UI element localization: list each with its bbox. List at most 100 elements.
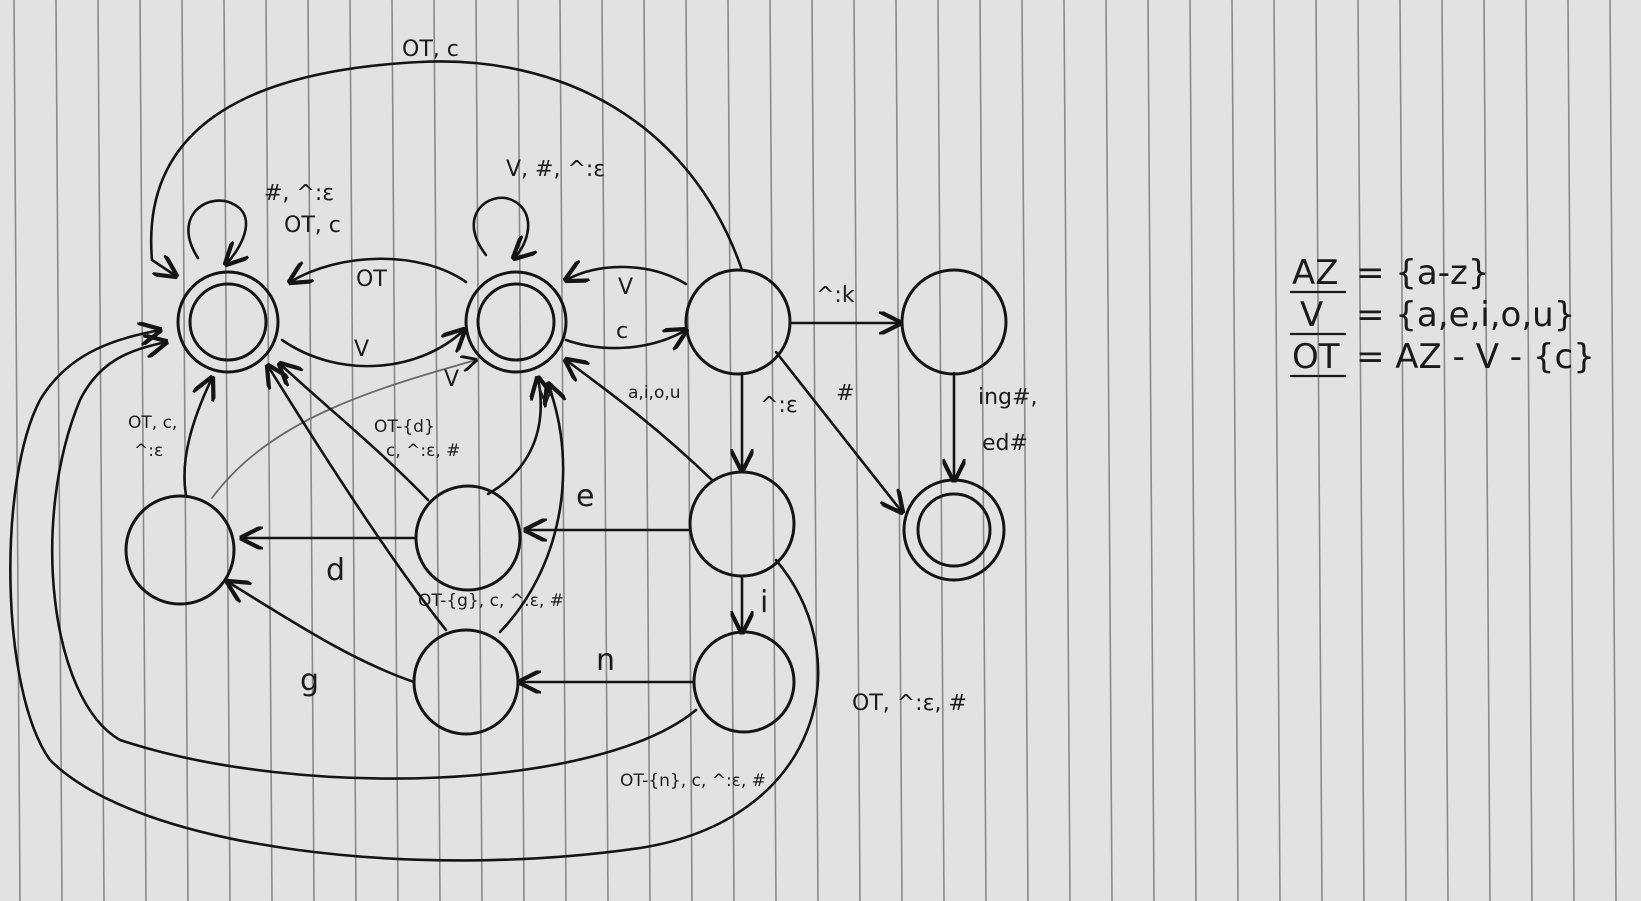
state-final-accepting [902,478,1006,582]
ruled-line [475,0,483,901]
edge-s3-to-final [774,350,902,512]
ruled-line [1273,0,1281,901]
edge-s9-to-s1 [183,378,212,497]
ruled-line [1231,0,1239,901]
edge-s7-to-s1 [268,366,448,632]
label-s9-to-s1-1: OT, c, [128,413,177,433]
label-s5-to-s1: OT, ^:ε, # [852,691,967,716]
ruled-line [307,0,315,901]
edge-s2-to-s1 [290,257,468,282]
ruled-line [139,0,147,901]
label-s1-loop-1: #, ^:ε [264,181,334,206]
edge-top-arc [149,60,744,276]
state-s4 [900,268,1008,376]
ruled-line [223,0,231,901]
ruled-line [181,0,189,901]
ruled-line [517,0,525,901]
edge-s1-loop [187,199,246,264]
state-s3 [684,268,792,376]
label-s3-to-s2: V [618,275,633,300]
ruled-line [391,0,399,901]
states [124,268,1008,736]
ruled-line [433,0,441,901]
state-s5 [688,470,796,578]
ruled-line [1567,0,1575,901]
label-top-arc: OT, c [402,37,459,62]
edge-s6-to-s2 [486,378,541,496]
def-ot-name: OT [1292,337,1340,377]
ruled-line [979,0,987,901]
label-s5-to-s6: e [576,479,594,514]
state-s7 [412,628,520,736]
edge-s8-to-s1 [51,342,698,780]
ruled-line [1525,0,1533,901]
label-s1-loop-2: OT, c [284,213,341,238]
ruled-line [97,0,105,901]
label-s5-to-s8: i [760,585,768,620]
def-az-name: AZ [1292,253,1339,293]
ruled-line [1441,0,1449,901]
label-s4-to-final-1: ing#, [978,385,1037,410]
state-s1-accepting [176,270,280,374]
state-s9 [124,494,236,606]
ruled-line [55,0,63,901]
ruled-line [1147,0,1155,901]
ruled-line [1399,0,1407,901]
edge-s2-loop [472,196,528,258]
state-s6 [414,484,522,592]
edge-s5-to-s1 [9,330,820,862]
label-s6-to-s2: V [538,385,553,410]
label-s4-to-final-2: ed# [982,431,1028,456]
ruled-line [769,0,777,901]
ruled-line [727,0,735,901]
label-s6-to-s9: d [326,553,345,588]
label-s2-loop: V, #, ^:ε [506,157,605,182]
ruled-line [1105,0,1113,901]
ruled-line [1021,0,1029,901]
ruled-line [265,0,273,901]
ruled-line [13,0,21,901]
ruled-line [1315,0,1323,901]
label-s2-to-s1: OT [356,267,387,292]
label-s9-to-s2: V [444,367,459,392]
label-s6-to-s1-1: OT-{d} [374,417,435,437]
edge-s3-to-s2 [566,267,688,286]
def-ot-value: = AZ - V - {c} [1356,337,1595,377]
ruled-line [1357,0,1365,901]
ruled-line [1483,0,1491,901]
ruled-lines [13,0,1617,901]
ruled-line [685,0,693,901]
edge-s2-to-s3 [564,330,686,348]
ruled-line [1609,0,1617,901]
edge-s6-to-s1 [280,364,430,502]
label-s1-to-s2: V [354,337,369,362]
ruled-line [601,0,609,901]
state-s2-accepting [464,270,568,374]
label-s5-to-s2: a,i,o,u [628,383,681,403]
edge-labels: OT, c #, ^:ε OT, c V, #, ^:ε OT V V c ^:… [128,37,1037,791]
edge-s1-to-s2 [280,330,464,368]
ruled-line [853,0,861,901]
label-s7-to-s1: OT-{g}, c, ^:ε, # [418,591,564,611]
ruled-line [811,0,819,901]
edge-s9-to-s2 [211,360,476,499]
edge-s7-to-s9 [228,582,416,684]
ruled-line [1189,0,1197,901]
def-v-value: = {a,e,i,o,u} [1356,295,1575,335]
label-s8-to-s1: OT-{n}, c, ^:ε, # [620,771,766,791]
label-s3-to-s5: ^:ε [760,393,798,418]
edges [9,60,954,862]
label-s6-to-s1-2: c, ^:ε, # [386,441,460,461]
state-s8 [692,630,796,734]
ruled-line [643,0,651,901]
label-s9-to-s1-2: ^:ε [134,441,163,461]
label-s2-to-s3: c [616,319,628,344]
alphabet-definitions: AZ = {a-z} V = {a,e,i,o,u} OT = AZ - V -… [1290,253,1595,378]
ruled-line [349,0,357,901]
edge-s5-to-s2 [566,360,714,482]
label-s8-to-s7: n [596,643,615,678]
def-v-name: V [1300,295,1323,335]
ruled-line [895,0,903,901]
